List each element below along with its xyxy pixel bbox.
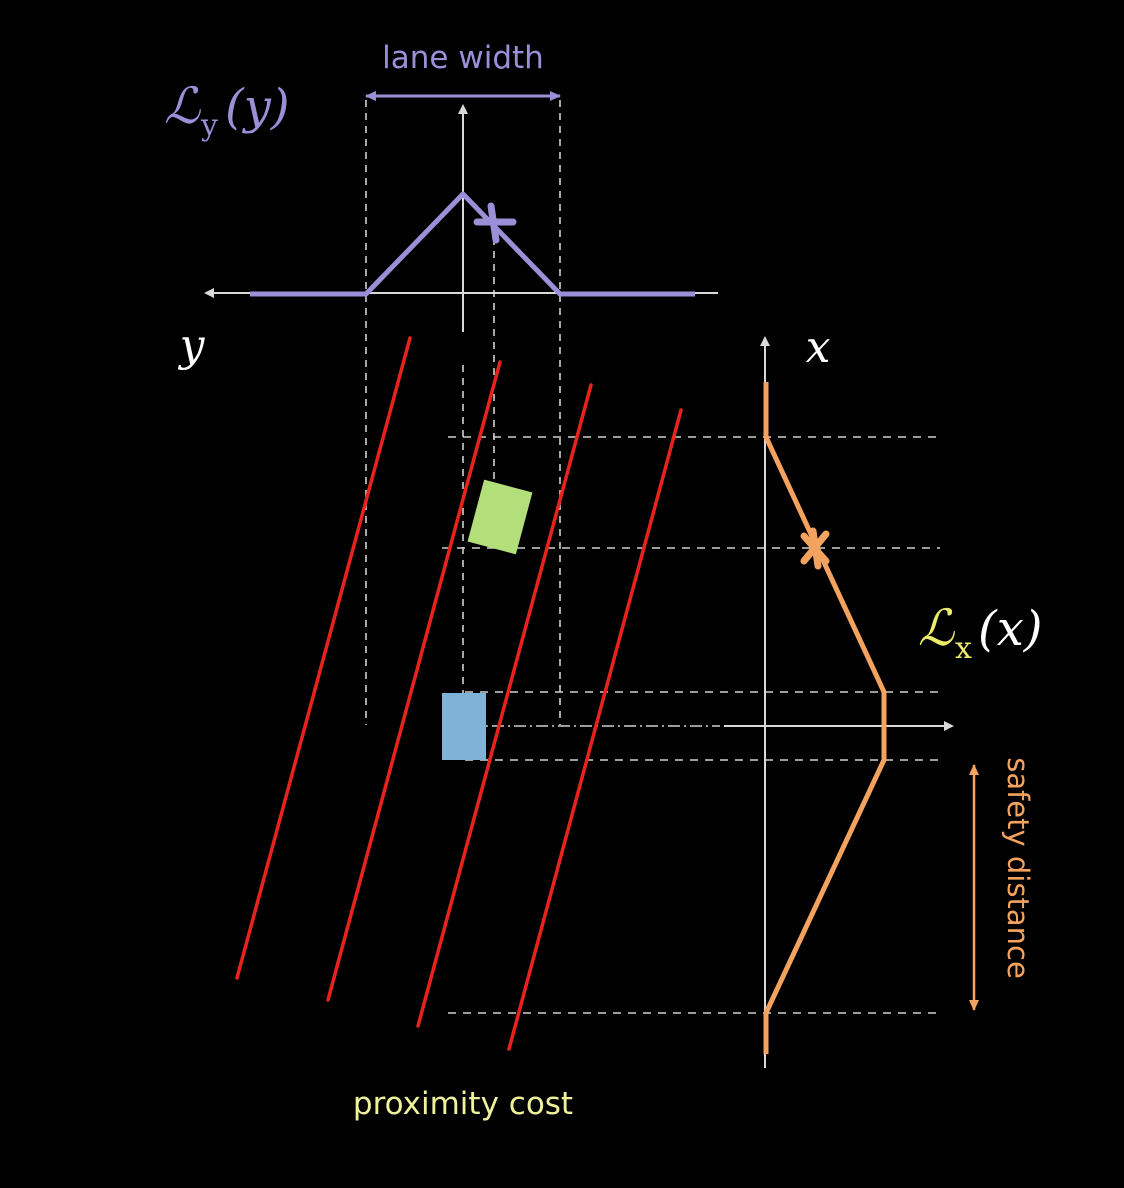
- lane-line-4: [507, 408, 683, 1051]
- horizontal-guides: [442, 436, 940, 1014]
- svg-text:(y): (y): [225, 79, 290, 135]
- lateral-cost-marker: [473, 202, 517, 244]
- svg-text:ℒ: ℒ: [164, 77, 201, 135]
- svg-text:x: x: [955, 631, 972, 666]
- x-axis-label: x: [806, 322, 831, 373]
- lane-line-1: [235, 336, 412, 980]
- longitudinal-cost-curve: [763, 382, 887, 1054]
- lane-line-3: [416, 383, 593, 1028]
- longitudinal-cost-title: ℒ x (x): [918, 599, 1043, 666]
- lane-width-label: lane width: [382, 40, 544, 76]
- proximity-cost-label: proximity cost: [353, 1086, 573, 1122]
- lane-line-2: [326, 360, 502, 1002]
- longitudinal-cost-marker: [800, 527, 830, 570]
- safety-distance-label: safety distance: [1001, 757, 1035, 979]
- lane-lines: [235, 336, 683, 1051]
- longitudinal-cost-plot: [724, 336, 979, 1068]
- ego-vehicle: [442, 693, 486, 760]
- lateral-cost-curve: [250, 191, 695, 297]
- lateral-cost-plot: [204, 91, 718, 332]
- lateral-cost-title: ℒ y (y): [164, 77, 290, 143]
- y-axis-label: y: [178, 320, 206, 371]
- svg-text:y: y: [200, 108, 218, 143]
- svg-text:ℒ: ℒ: [918, 599, 955, 657]
- svg-text:(x): (x): [978, 601, 1043, 657]
- other-vehicle: [467, 479, 533, 555]
